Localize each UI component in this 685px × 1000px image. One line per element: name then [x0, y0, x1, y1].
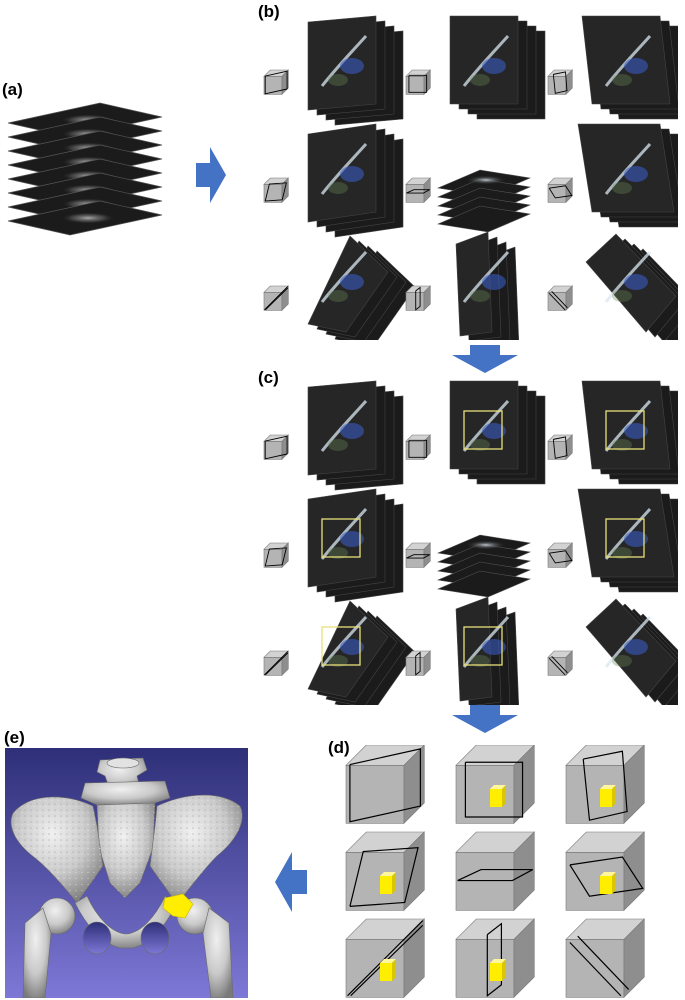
mpr-slice-stack: [307, 488, 404, 603]
mpr-slice-stack: [307, 123, 404, 238]
roi-box: [605, 518, 645, 558]
arrow-down-1-shape: [452, 345, 518, 373]
orientation-cube-icon: [455, 831, 536, 912]
orientation-cube-icon: [565, 831, 646, 912]
roi-box: [321, 626, 361, 666]
roi-box: [463, 410, 503, 450]
arrow-down-2-shape: [452, 705, 518, 733]
mpr-slice-stack: [577, 488, 678, 593]
orientation-cube-icon: [263, 69, 290, 96]
arrow-right: [196, 147, 226, 203]
yellow-block: [490, 785, 506, 807]
orientation-cube-icon: [455, 918, 536, 999]
panel-label-c: (c): [258, 368, 279, 387]
yellow-block: [600, 872, 616, 894]
mpr-slice-stack: [436, 169, 532, 233]
orientation-cube-icon: [263, 650, 290, 677]
arrow-down-1: [452, 345, 518, 373]
orientation-cube-icon: [455, 745, 535, 825]
mpr-slice-stack: [307, 15, 404, 126]
orientation-cube-icon: [547, 177, 574, 204]
arrow-right-shape: [196, 147, 226, 203]
yellow-block: [490, 959, 506, 981]
panel-d-cubes: [345, 745, 646, 999]
highlighted-region: [162, 893, 194, 919]
mpr-slice-stack: [307, 235, 416, 340]
orientation-cube-icon: [263, 434, 290, 461]
orientation-cube-icon: [547, 650, 574, 677]
mpr-slice-stack: [577, 123, 678, 228]
mpr-slice-stack: [455, 231, 520, 340]
orientation-cube-icon: [405, 650, 432, 677]
mpr-slice-stack: [585, 598, 678, 705]
orientation-cube-icon: [405, 69, 432, 96]
orientation-cube-icon: [547, 434, 574, 461]
panel-label-b: (b): [258, 2, 280, 21]
mpr-slice-stack: [449, 380, 546, 485]
orientation-cube-icon: [263, 542, 290, 569]
ct-slice-stack: [7, 102, 163, 236]
panel-label-e: (e): [4, 728, 25, 747]
roi-box: [605, 410, 645, 450]
orientation-cube-icon: [547, 285, 574, 312]
yellow-block: [600, 785, 616, 807]
bone-texture: [11, 795, 243, 904]
yellow-block: [380, 872, 396, 894]
roi-box: [321, 518, 361, 558]
orientation-cube-icon: [565, 918, 646, 999]
orientation-cube-icon: [405, 434, 432, 461]
orientation-cube-icon: [345, 745, 425, 825]
mpr-slice-stack: [307, 600, 416, 705]
orientation-cube-icon: [345, 918, 426, 999]
mpr-slice-stack: [449, 15, 546, 120]
orientation-cube-icon: [263, 177, 290, 204]
arrow-down-2: [452, 705, 518, 733]
panel-c-grid: [258, 375, 678, 705]
arrow-left: [275, 852, 307, 912]
orientation-cube-icon: [547, 69, 574, 96]
orientation-cube-icon: [547, 542, 574, 569]
panel-b-grid: [258, 10, 678, 340]
arrow-left-shape: [275, 852, 307, 912]
orientation-cube-icon: [565, 745, 645, 825]
orientation-cube-icon: [405, 542, 432, 569]
yellow-block: [380, 959, 396, 981]
mpr-slice-stack: [585, 233, 678, 340]
orientation-cube-icon: [345, 831, 426, 912]
orientation-cube-icon: [263, 285, 290, 312]
mpr-slice-stack: [581, 15, 678, 120]
panel-label-d: (d): [328, 738, 350, 757]
mpr-slice-stack: [307, 380, 404, 491]
roi-box: [463, 626, 503, 666]
orientation-cube-icon: [405, 177, 432, 204]
ct-slice: [7, 200, 163, 236]
pelvis-3d-render: [5, 748, 248, 998]
mpr-slice-stack: [436, 534, 532, 598]
mpr-slice-stack: [455, 596, 520, 705]
orientation-cube-icon: [405, 285, 432, 312]
panel-label-a: (a): [2, 80, 23, 99]
mpr-slice-stack: [581, 380, 678, 485]
